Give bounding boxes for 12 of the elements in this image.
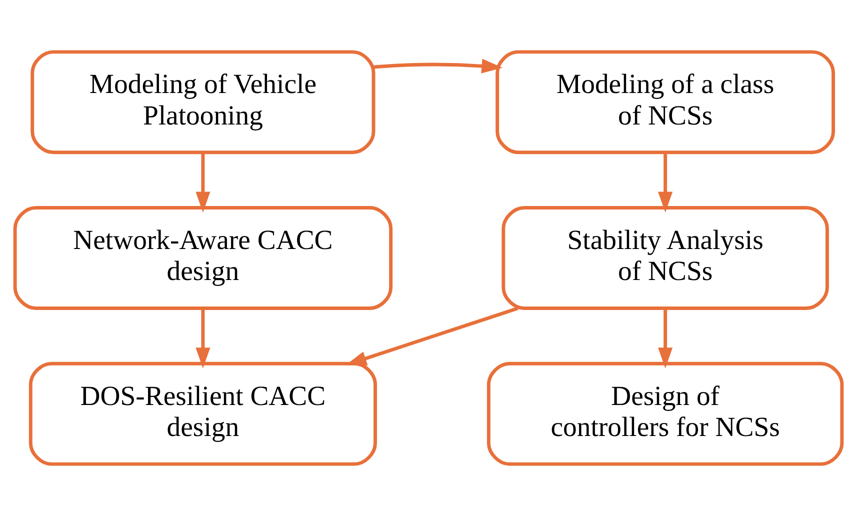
node-box: Stability Analysis of NCSs: [502, 206, 829, 310]
arrow: [658, 152, 673, 212]
node-box: Modeling of a class of NCSs: [496, 50, 836, 154]
arrow: [196, 152, 210, 212]
node-box: Network-Aware CACC design: [13, 206, 393, 310]
node-box: Design of controllers for NCSs: [486, 361, 844, 466]
node-box: DOS-Resilient CACC design: [28, 361, 377, 466]
arrow: [346, 306, 518, 365]
arrow: [196, 308, 210, 368]
arrow: [373, 58, 502, 73]
arrow: [658, 308, 673, 368]
node-box: Modeling of Vehicle Platooning: [30, 50, 376, 154]
